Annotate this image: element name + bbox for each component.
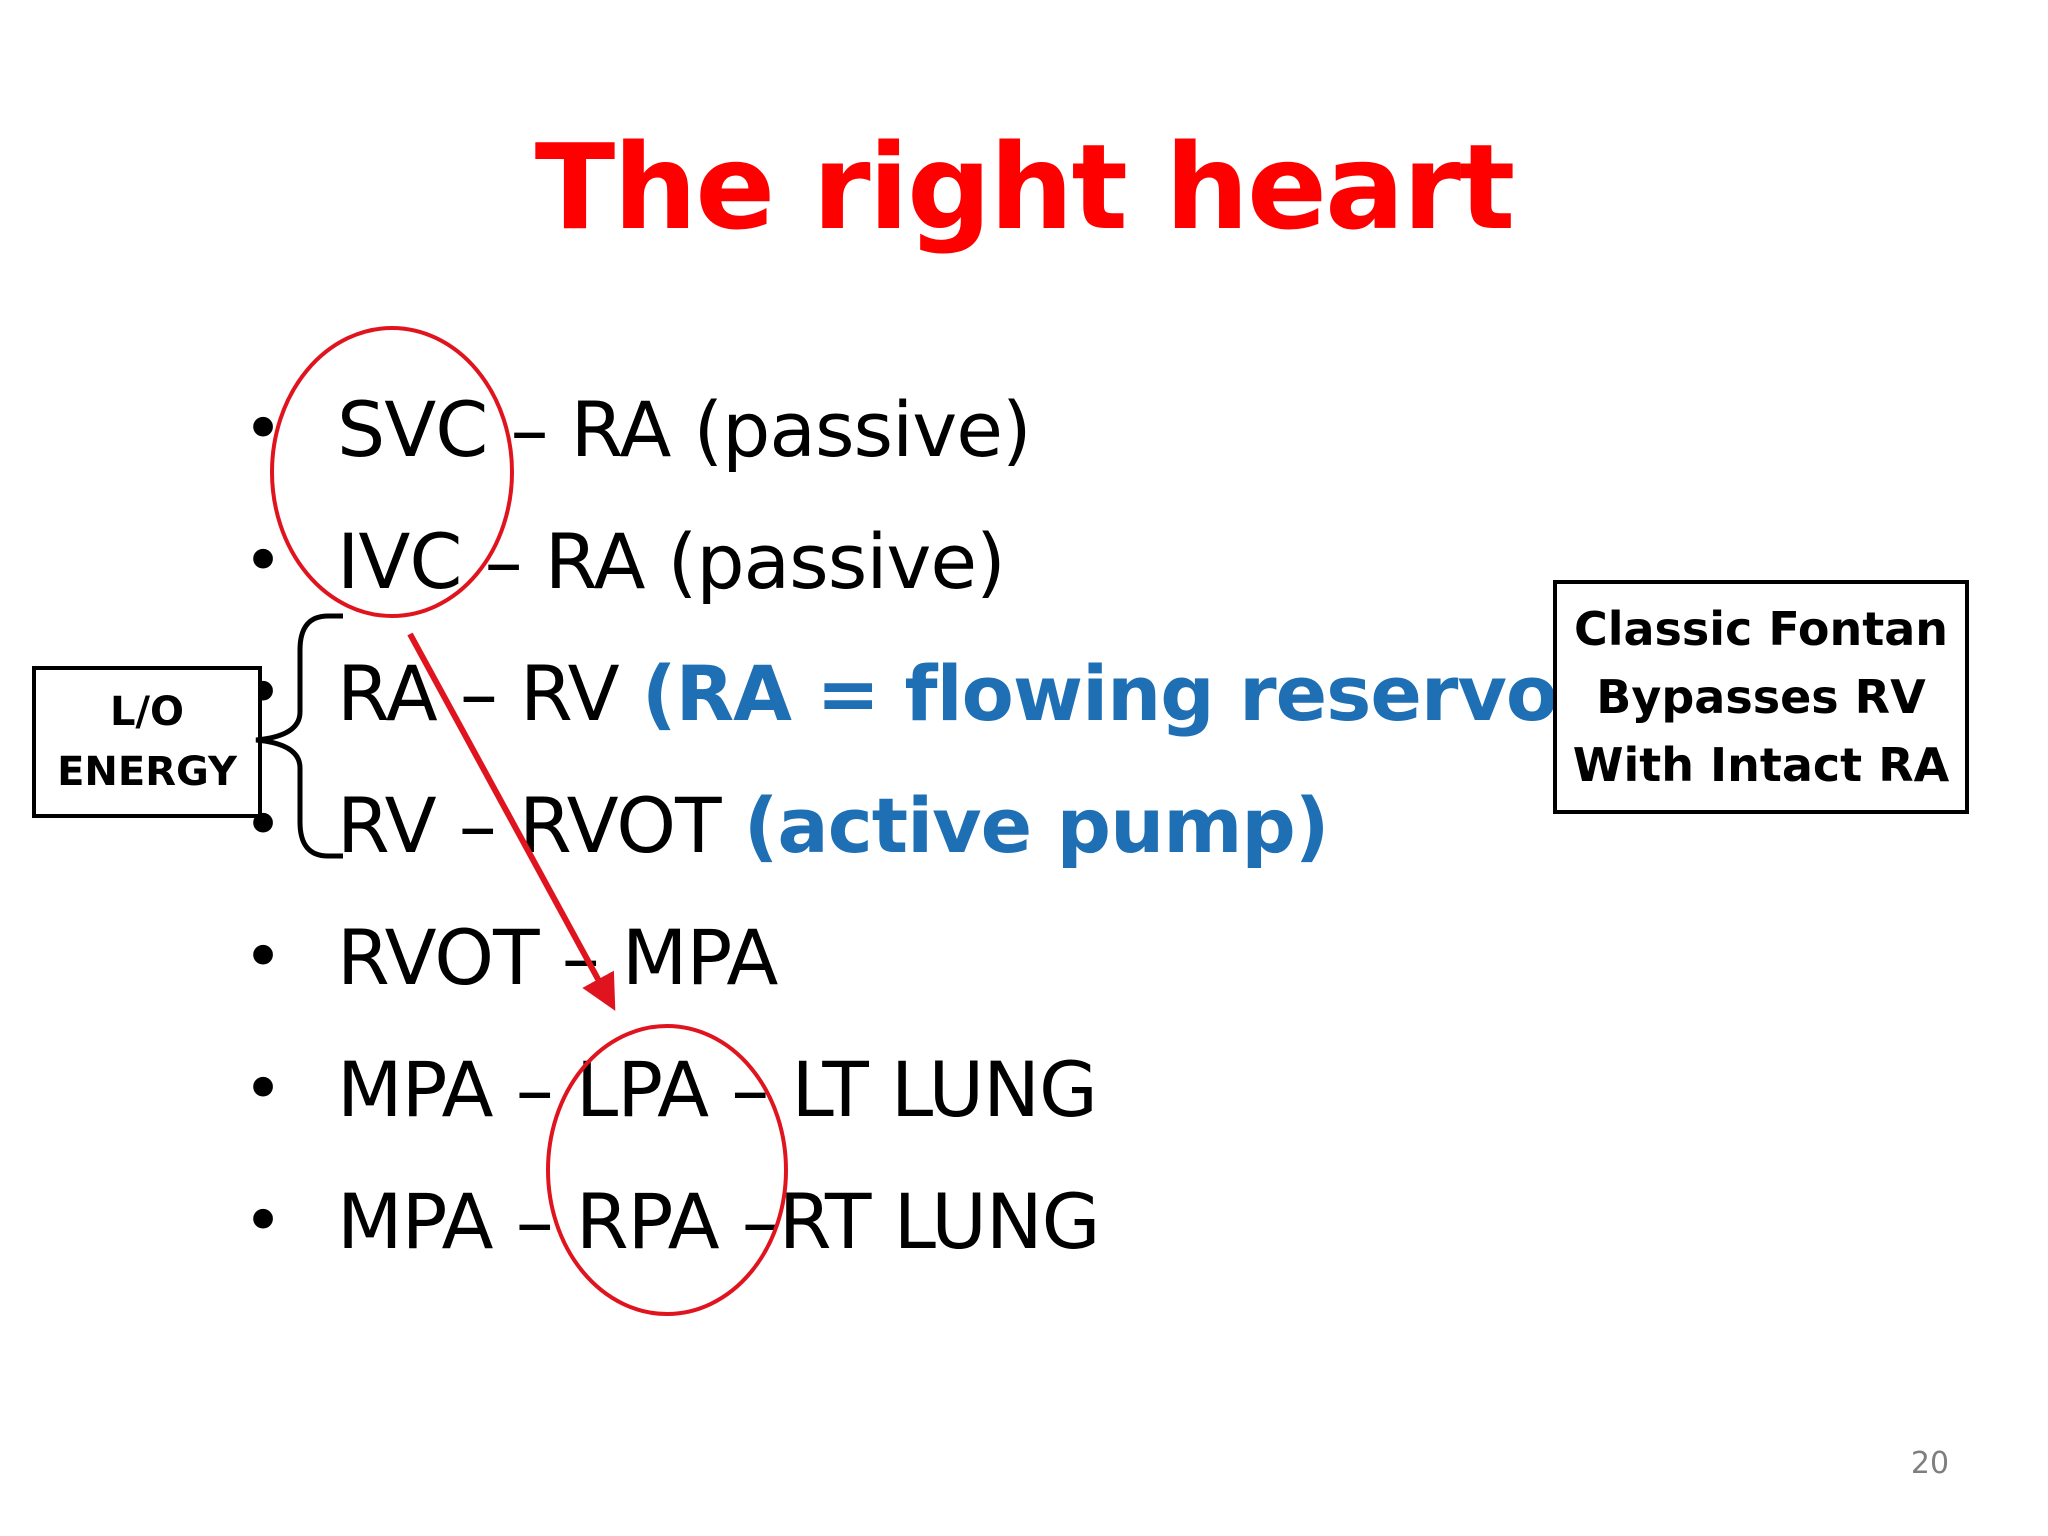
bullet-text-wrap: RVOT – MPA: [337, 908, 778, 1008]
annotation-arrow: [407, 632, 616, 1011]
page-number: 20: [1910, 1446, 1950, 1481]
bullet-text-wrap: SVC – RA (passive): [337, 380, 1032, 480]
slide-title: The right heart: [534, 118, 1515, 256]
bullet-text-wrap: MPA – RPA –RT LUNG: [337, 1172, 1101, 1272]
bullet-dot: •: [243, 1182, 283, 1261]
bullet-text: MPA – LPA – LT LUNG: [337, 1045, 1098, 1134]
classic-fontan-line: With Intact RA: [1572, 738, 1950, 792]
bullet-text: MPA – RPA –RT LUNG: [337, 1177, 1101, 1266]
lo-energy-box: L/O ENERGY: [32, 666, 262, 818]
bullet-text-wrap: IVC – RA (passive): [337, 512, 1006, 612]
bullet-text: RA – RV: [337, 649, 620, 738]
bullet-text-wrap: MPA – LPA – LT LUNG: [337, 1040, 1098, 1140]
lo-energy-line: ENERGY: [57, 749, 237, 795]
bullet-text: SVC – RA (passive): [337, 385, 1032, 474]
lo-energy-line: L/O: [109, 689, 185, 735]
bullet-dot: •: [243, 918, 283, 997]
bullet-highlight: (RA = flowing reservoir): [641, 649, 1654, 738]
bullet-text-wrap: RA – RV (RA = flowing reservoir): [337, 644, 1654, 744]
bullet-text: IVC – RA (passive): [337, 517, 1006, 606]
bullet-dot: •: [243, 522, 283, 601]
classic-fontan-line: Classic Fontan: [1573, 602, 1949, 656]
bullet-text: RVOT – MPA: [337, 913, 778, 1002]
annotation-circle-lpa-rpa: [546, 1024, 788, 1316]
bullet-dot: •: [243, 1050, 283, 1129]
classic-fontan-line: Bypasses RV: [1596, 670, 1926, 724]
bullet-highlight: (active pump): [743, 781, 1330, 870]
classic-fontan-box: Classic Fontan Bypasses RV With Intact R…: [1553, 580, 1969, 814]
brace-bracket: [255, 613, 343, 859]
annotation-circle-svc-ivc: [270, 326, 514, 618]
